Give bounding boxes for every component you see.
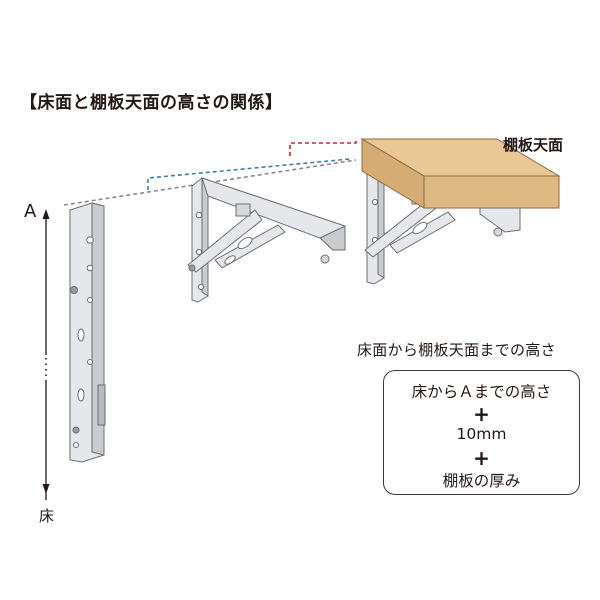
- shelf-top-label: 棚板天面: [503, 136, 564, 154]
- formula-caption: 床面から棚板天面までの高さ: [357, 341, 556, 359]
- middle-bracket: [187, 177, 346, 303]
- red-dashed-guide: [289, 138, 357, 156]
- title-open-bracket: 【: [20, 93, 38, 113]
- folded-bracket: [69, 202, 106, 463]
- point-a-label: A: [24, 201, 37, 222]
- floor-label: 床: [39, 507, 55, 525]
- height-arrow: [42, 209, 50, 500]
- title-text: 床面と棚板天面の高さの関係: [37, 93, 265, 113]
- formula-plus-1: +: [473, 402, 490, 426]
- formula-plus-2: +: [473, 446, 490, 470]
- formula-line-10mm: 10mm: [456, 425, 507, 443]
- formula-box: 床からＡまでの高さ + 10mm + 棚板の厚み: [383, 370, 580, 495]
- shelf-board: [360, 138, 561, 233]
- blue-dashed-guide: [147, 158, 351, 190]
- formula-line-shelf-thickness: 棚板の厚み: [442, 472, 521, 490]
- formula-line-floor-to-a: 床からＡまでの高さ: [411, 383, 552, 401]
- title-close-bracket: 】: [265, 93, 283, 113]
- page-title: 【床面と棚板天面の高さの関係】: [20, 88, 283, 113]
